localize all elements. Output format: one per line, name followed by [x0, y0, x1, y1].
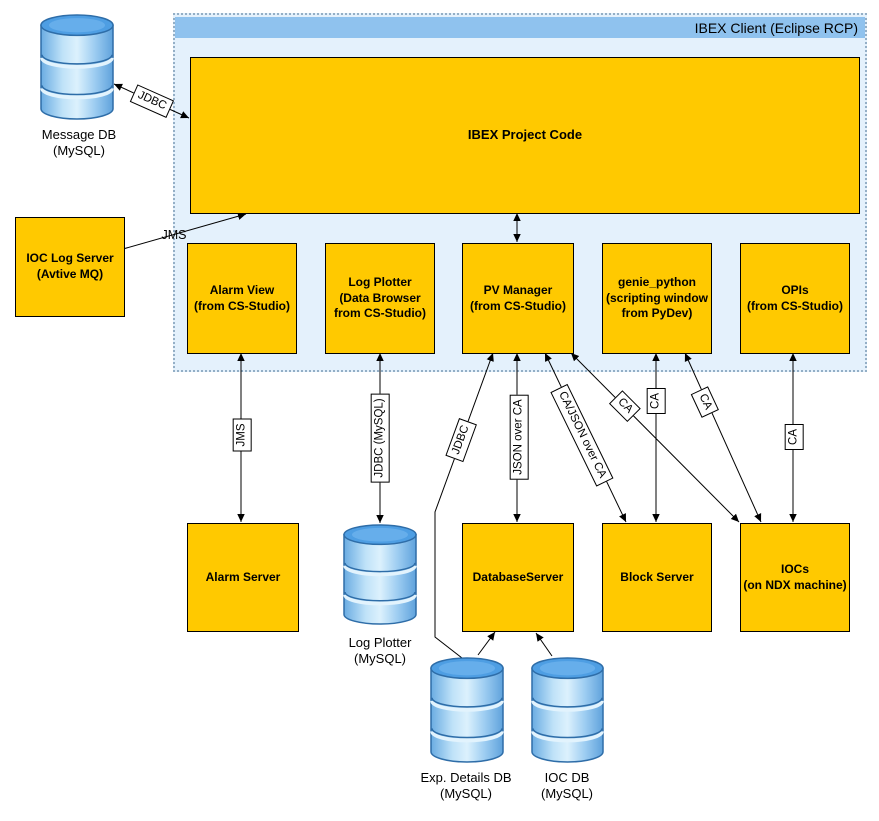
- edge-label-json-over-ca: JSON over CA: [509, 394, 529, 480]
- edge-label-ca-genie-block: CA: [646, 388, 666, 414]
- node-ibex-project-code: IBEX Project Code: [190, 57, 860, 214]
- log-plotter-database-icon: [343, 524, 417, 625]
- message-db-database-icon: [40, 14, 114, 120]
- node-pv-manager: PV Manager (from CS-Studio): [462, 243, 574, 354]
- log-plotter-db-caption: Log Plotter (MySQL): [348, 635, 412, 666]
- exp-details-database-icon: [430, 657, 504, 763]
- node-genie-python: genie_python (scripting window from PyDe…: [602, 243, 712, 354]
- node-iocs: IOCs (on NDX machine): [740, 523, 850, 632]
- edge-label-jdbc-client: JDBC: [129, 84, 175, 118]
- edge-label-ca-opis-iocs: CA: [784, 424, 804, 450]
- edge-label-jms-to-client: JMS: [161, 228, 187, 243]
- edge-label-ca-genie-iocs: CA: [691, 386, 719, 418]
- message-db-caption: Message DB (MySQL): [41, 127, 117, 158]
- edge-label-jdbc-mysql: JDBC (MySQL): [370, 393, 390, 483]
- edge-label-jdbc-expdb: JDBC: [445, 418, 477, 462]
- node-opis: OPIs (from CS-Studio): [740, 243, 850, 354]
- edge-label-ca-pv-iocs: CA: [609, 390, 641, 422]
- edge-expdetailsdb-databaseserver: [477, 631, 496, 656]
- edge-label-jms-alarm: JMS: [232, 418, 252, 452]
- ioc-db-caption: IOC DB (MySQL): [541, 770, 593, 801]
- edge-geniepython-iocs: [684, 352, 762, 523]
- node-ioc-log-server: IOC Log Server (Avtive MQ): [15, 217, 125, 317]
- ioc-database-icon: [531, 657, 604, 763]
- node-log-plotter: Log Plotter (Data Browser from CS-Studio…: [325, 243, 435, 354]
- node-block-server: Block Server: [602, 523, 712, 632]
- node-database-server: DatabaseServer: [462, 523, 574, 632]
- node-alarm-server: Alarm Server: [187, 523, 299, 632]
- edge-pvmanager-iocs: [570, 352, 740, 523]
- node-alarm-view: Alarm View (from CS-Studio): [187, 243, 297, 354]
- exp-details-db-caption: Exp. Details DB (MySQL): [420, 770, 512, 801]
- ibex-client-title: IBEX Client (Eclipse RCP): [175, 17, 865, 38]
- edge-iocdb-databaseserver: [535, 632, 553, 657]
- edge-label-ca-json-over-ca: CA/JSON over CA: [550, 383, 614, 487]
